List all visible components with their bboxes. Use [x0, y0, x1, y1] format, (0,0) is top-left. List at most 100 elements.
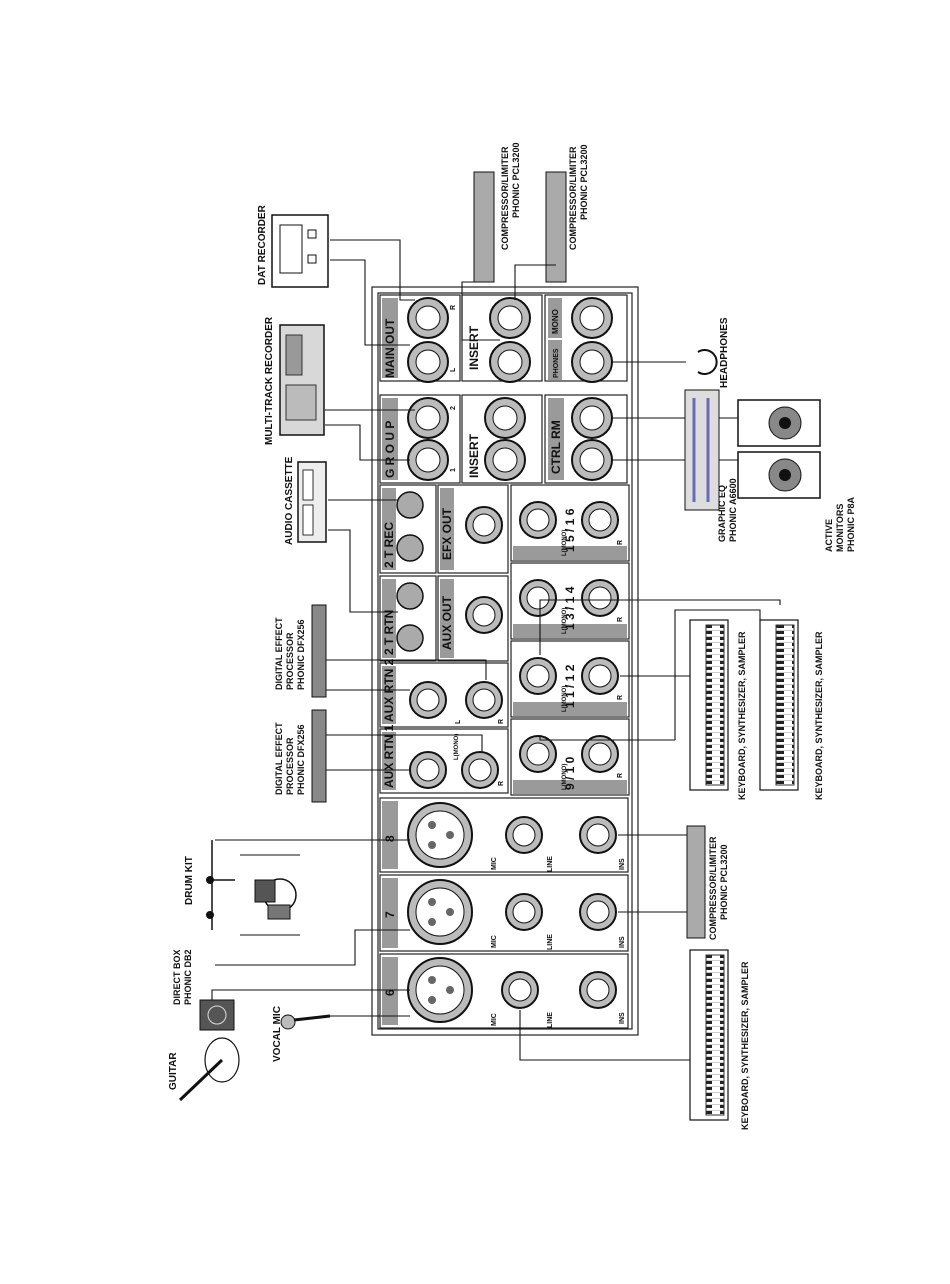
ch-9-10-box: [510, 718, 630, 796]
insert-main-section: INSERT: [461, 294, 543, 383]
multitrack-label: MULTI-TRACK RECORDER: [264, 316, 275, 445]
monitors-label-1: ACTIVE: [824, 519, 834, 552]
ch-6-line-jack-hole: [508, 978, 532, 1002]
aux-out-label: AUX OUT: [440, 595, 454, 650]
ctrl-rm-l-jack-hole: [579, 447, 605, 473]
ch-13-14-r-tag: R: [617, 617, 624, 622]
keyboard-1-label: KEYBOARD, SYNTHESIZER, SAMPLER: [737, 631, 747, 800]
direct-box-label-2: PHONIC DB2: [183, 949, 193, 1005]
aux-rtn-2-r-jack-hole: [472, 688, 496, 712]
rec-2t-section: 2 T REC: [379, 484, 437, 574]
ch-6-xlr-pin-1: [428, 976, 436, 984]
rec-2t-box: [379, 484, 437, 574]
group-1-tag: 1: [450, 468, 457, 472]
mono-label: MONO: [551, 309, 560, 334]
direct-box: DIRECT BOX PHONIC DB2: [172, 949, 235, 1031]
aux-rtn-1-section: AUX RTN 1 L(MONO) R: [379, 724, 509, 794]
compressor-right: COMPRESSOR/LIMITER PHONIC PCL3200: [686, 825, 729, 940]
comp-top-2-body: [545, 171, 567, 283]
comp-top-2-label-1: COMPRESSOR/LIMITER: [568, 146, 578, 250]
ch-6-label: 6: [383, 989, 397, 996]
mono-phones-section: MONO PHONES: [544, 294, 628, 383]
comp-top-1-label-1: COMPRESSOR/LIMITER: [500, 146, 510, 250]
keyboard-2: KEYBOARD, SYNTHESIZER, SAMPLER: [759, 619, 824, 800]
audio-cassette-deck: [302, 504, 314, 536]
dfx2-body: [311, 709, 327, 803]
wire-comp-2-insert: [514, 264, 556, 300]
channel-8: 8 MIC LINE INS: [379, 797, 629, 873]
comp-right-body: [686, 825, 706, 939]
ch-6-xlr-pin-3: [446, 986, 454, 994]
channel-7: 7 MIC LINE INS: [379, 874, 629, 952]
dfx1-label-2: PROCESSOR: [285, 632, 295, 690]
ch-7-label: 7: [383, 911, 397, 918]
compressor-top-2: COMPRESSOR/LIMITER PHONIC PCL3200: [545, 144, 589, 283]
aux-out-strip: [440, 579, 454, 658]
ch-15-16-r-tag: R: [617, 540, 624, 545]
ch-7-box: [379, 874, 629, 952]
wire-keyboard-bus: [674, 609, 761, 740]
group-1-jack-hole: [415, 447, 441, 473]
keyboard-3-label: KEYBOARD, SYNTHESIZER, SAMPLER: [740, 961, 750, 1130]
graphic-eq: GRAPHIC EQ PHONIC A6600: [684, 389, 738, 542]
dat-recorder-button: [307, 229, 317, 239]
keyboard-1-keys: [705, 624, 725, 786]
drum-kit-tom: [254, 879, 276, 903]
wire-direct-box-ch-6: [211, 989, 410, 1000]
ctrl-rm-section: CTRL RM: [544, 394, 628, 484]
ch-15-16-mono-tag: L(MONO): [562, 530, 568, 556]
ch-8-ins-tag: INS: [619, 858, 626, 870]
channel-13-14: 1 3 / 1 4 L(MONO) R: [510, 562, 630, 640]
ch-8-strip: [382, 801, 398, 869]
phones-strip: [548, 340, 562, 380]
dat-recorder-display: [279, 224, 303, 274]
vocal-mic-head: [280, 1014, 296, 1030]
vocal-mic-label: VOCAL MIC: [272, 1006, 283, 1062]
aux-rtn-1-mono-tag: L(MONO): [454, 734, 460, 760]
direct-box-knob: [207, 1005, 227, 1025]
efx-out-strip: [440, 488, 454, 570]
drum-kit-mic-head: [206, 876, 214, 884]
wire-dfx1-aux-out: [326, 659, 487, 680]
aux-out-section: AUX OUT: [437, 575, 509, 662]
headphones: HEADPHONES: [697, 317, 730, 388]
dfx1-body: [311, 604, 327, 698]
ch-9-10-mono-tag: L(MONO): [562, 764, 568, 790]
ch-13-14-label: 1 3 / 1 4: [563, 586, 577, 630]
main-out-r-tag: R: [450, 305, 457, 310]
ch-6-xlr-pin-2: [428, 996, 436, 1004]
wire-drum-mic-ch-7: [215, 929, 410, 966]
ch-7-ins-jack-hole: [586, 900, 610, 924]
dfx2-label-1: DIGITAL EFFECT: [274, 722, 284, 795]
insert-group-box: [461, 394, 543, 484]
rec-2t-strip: [382, 488, 396, 570]
ch-11-12-mono-tag: L(MONO): [562, 686, 568, 712]
aux-rtn-1-r-tag: R: [498, 781, 505, 786]
wire-multitrack-group-1: [325, 424, 410, 461]
aux-out-box: [437, 575, 509, 662]
dfx2-label-3: PHONIC DFX256: [296, 724, 306, 795]
guitar: GUITAR: [168, 1037, 240, 1102]
ch-8-line-jack-hole: [512, 823, 536, 847]
aux-rtn-2-section: AUX RTN 2 L R: [379, 658, 509, 728]
rtn-2t-box: [379, 575, 437, 662]
comp-top-2-label-2: PHONIC PCL3200: [579, 144, 589, 220]
insert-group-1-jack-hole: [492, 447, 518, 473]
wire-dfx2-efx-out: [326, 734, 483, 752]
ch-7-line-tag: LINE: [547, 934, 554, 950]
wire-cassette-rtn: [328, 529, 398, 613]
active-monitors: ACTIVE MONITORS PHONIC P8A: [737, 399, 856, 552]
monitor-1-dust-cap: [779, 417, 791, 429]
rec-2t-l-jack: [396, 534, 424, 562]
ch-13-14-mono-tag: L(MONO): [562, 608, 568, 634]
channel-9-10: 9 / 1 0 L(MONO) R: [510, 718, 630, 796]
ch-15-16-strip: [513, 546, 627, 560]
ch-8-line-tag: LINE: [547, 856, 554, 872]
dfx1-label-1: DIGITAL EFFECT: [274, 617, 284, 690]
aux-rtn-2-box: [379, 662, 509, 728]
wire-dat-main-out-l: [330, 259, 410, 346]
keyboard-2-keys: [775, 624, 795, 786]
main-out-l-jack-hole: [415, 349, 441, 375]
mono-strip: [548, 298, 562, 338]
